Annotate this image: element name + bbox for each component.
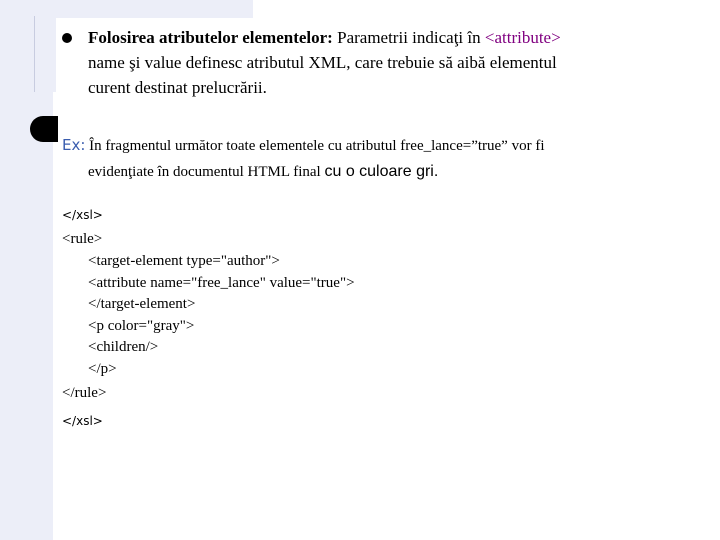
example-label: Ex: — [62, 136, 86, 154]
example-paragraph: Ex: În fragmentul următor toate elemente… — [62, 132, 692, 185]
xsl-open-tag: </xsl> — [62, 208, 103, 222]
code-line-target-element-close: </target-element> — [88, 296, 196, 312]
bullet-icon — [62, 33, 72, 43]
decorative-blob — [30, 116, 58, 142]
code-line-children: <children/> — [88, 339, 159, 355]
code-line-p-open: <p color="gray"> — [88, 318, 195, 334]
xsl-close-tag: </xsl> — [62, 414, 103, 428]
example-line2-part1: evidenţiate în documentul HTML final — [88, 164, 325, 180]
code-line-rule-open: <rule> — [62, 231, 103, 247]
example-line2-part2: cu o culoare gri. — [324, 163, 439, 180]
point-heading: Folosirea atributelor elementelor: — [88, 28, 333, 47]
top-decorative-band — [53, 0, 253, 18]
code-line-p-close: </p> — [88, 361, 117, 377]
example-line1: În fragmentul următor toate elementele c… — [85, 138, 545, 154]
point-text-line2: name şi value definesc atributul XML, ca… — [88, 53, 557, 72]
point-text-part1: Parametrii indicaţi în — [332, 28, 485, 47]
point-text-line3: curent destinat prelucrării. — [88, 78, 267, 97]
code-line-attribute: <attribute name="free_lance" value="true… — [88, 275, 355, 291]
attribute-tag-text: <attribute> — [484, 28, 561, 47]
main-point-paragraph: Folosirea atributelor elementelor: Param… — [88, 25, 688, 100]
decorative-box — [34, 16, 56, 92]
code-line-target-element: <target-element type="author"> — [88, 253, 280, 269]
code-line-rule-close: </rule> — [62, 385, 107, 401]
